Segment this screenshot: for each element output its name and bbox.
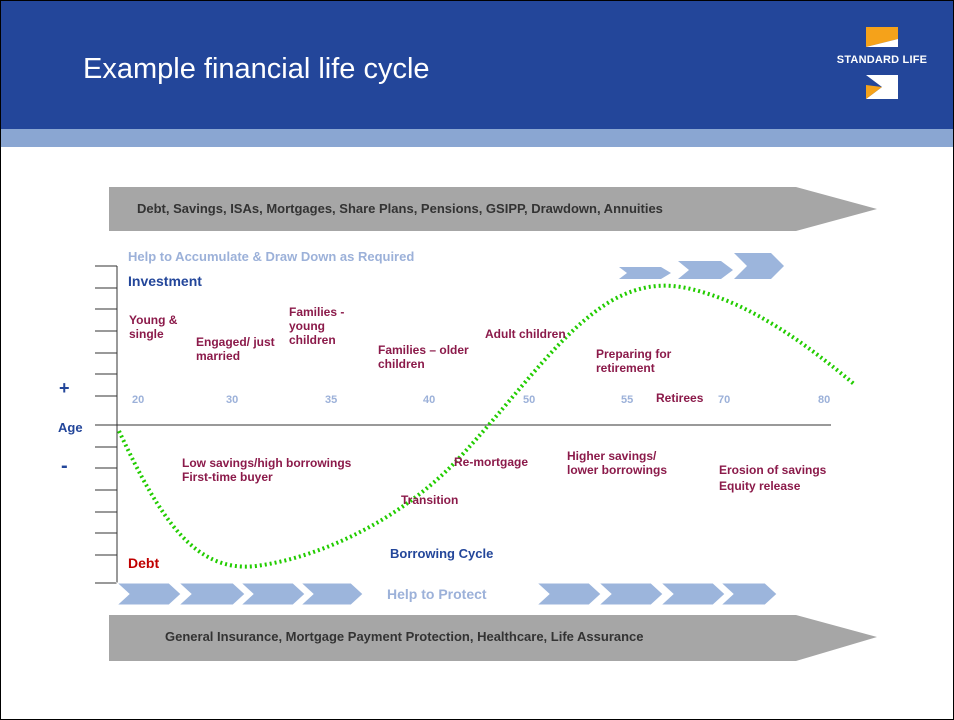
investment-label: Investment — [128, 273, 202, 289]
header-accent-band — [1, 129, 953, 147]
bottom-products-arrow — [109, 615, 877, 661]
help-protect-label: Help to Protect — [387, 586, 487, 602]
standard-life-logo: STANDARD LIFE — [823, 23, 941, 107]
stage-low-savings: Low savings/high borrowings — [182, 456, 352, 470]
stage-adult-children: Adult children — [485, 327, 566, 341]
logo-text: STANDARD LIFE — [836, 54, 928, 66]
life-cycle-curve — [117, 283, 856, 569]
stage-lower-borrowings: lower borrowings — [567, 463, 668, 477]
logo-mark — [866, 27, 898, 99]
header-bar — [1, 1, 953, 129]
top-products-text: Debt, Savings, ISAs, Mortgages, Share Pl… — [137, 201, 663, 216]
stage-first-time-buyer: First-time buyer — [182, 470, 273, 484]
borrowing-cycle-label: Borrowing Cycle — [390, 546, 494, 561]
age-tick-50: 50 — [523, 394, 536, 406]
stage-preparing-retirement: Preparing for retirement — [596, 347, 672, 375]
stage-families-young: Families - young children — [289, 305, 345, 347]
age-tick-20: 20 — [132, 394, 145, 406]
top-products-arrow — [109, 187, 877, 231]
age-tick-40: 40 — [423, 394, 436, 406]
age-tick-30: 30 — [226, 394, 239, 406]
accumulate-chevrons — [619, 253, 784, 279]
plus-sign: + — [59, 378, 70, 398]
age-tick-70: 70 — [718, 394, 731, 406]
age-tick-55: 55 — [621, 394, 634, 406]
age-tick-80: 80 — [818, 394, 831, 406]
debt-label: Debt — [128, 555, 160, 571]
stage-equity-release: Equity release — [719, 479, 801, 493]
bottom-products-text: General Insurance, Mortgage Payment Prot… — [165, 629, 644, 644]
stage-young-single: Young & single — [129, 313, 178, 341]
age-label: Age — [58, 420, 83, 435]
stage-transition: Transition — [401, 493, 459, 507]
help-accumulate-label: Help to Accumulate & Draw Down as Requir… — [128, 249, 415, 264]
slide-title: Example financial life cycle — [83, 53, 430, 85]
axis-ticks — [95, 265, 117, 584]
protect-chevrons — [115, 582, 778, 606]
stage-erosion-savings: Erosion of savings — [719, 463, 827, 477]
age-tick-35: 35 — [325, 394, 338, 406]
stage-retirees: Retirees — [656, 391, 704, 405]
minus-sign: - — [61, 455, 68, 477]
stage-higher-savings: Higher savings/ — [567, 449, 657, 463]
stage-remortgage: Re-mortgage — [454, 455, 529, 469]
stage-families-older: Families – older children — [378, 343, 469, 371]
stage-engaged: Engaged/ just married — [196, 335, 275, 363]
